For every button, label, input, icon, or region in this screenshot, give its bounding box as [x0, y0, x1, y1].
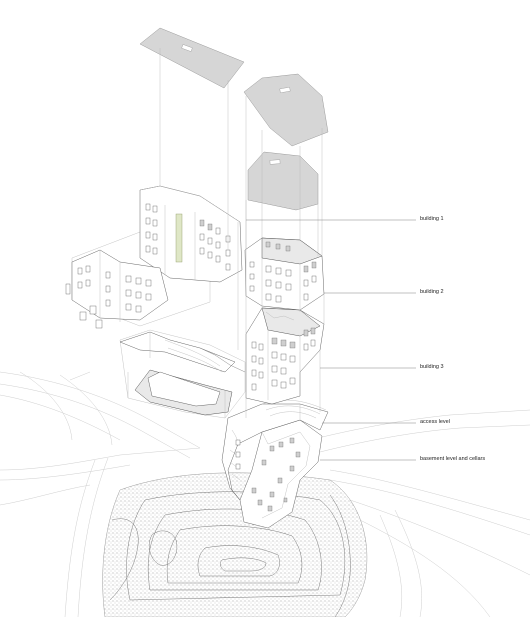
label-building-2: building 2 — [420, 289, 444, 295]
roof-slabs — [139, 27, 329, 211]
building-3 — [245, 307, 325, 405]
label-building-1: building 1 — [420, 216, 444, 222]
label-building-3: building 3 — [420, 364, 444, 370]
label-access-level: access level — [420, 419, 450, 425]
projection-lines — [159, 48, 325, 420]
leader-lines — [246, 219, 416, 461]
site-terrain — [102, 472, 368, 617]
access-level — [221, 399, 329, 501]
building-2 — [244, 237, 325, 311]
building-1 — [65, 185, 243, 329]
label-basement-level: basement level and cellars — [420, 456, 486, 462]
basement-level — [239, 419, 323, 529]
street-context — [0, 371, 530, 617]
podium-ramp — [119, 329, 246, 419]
